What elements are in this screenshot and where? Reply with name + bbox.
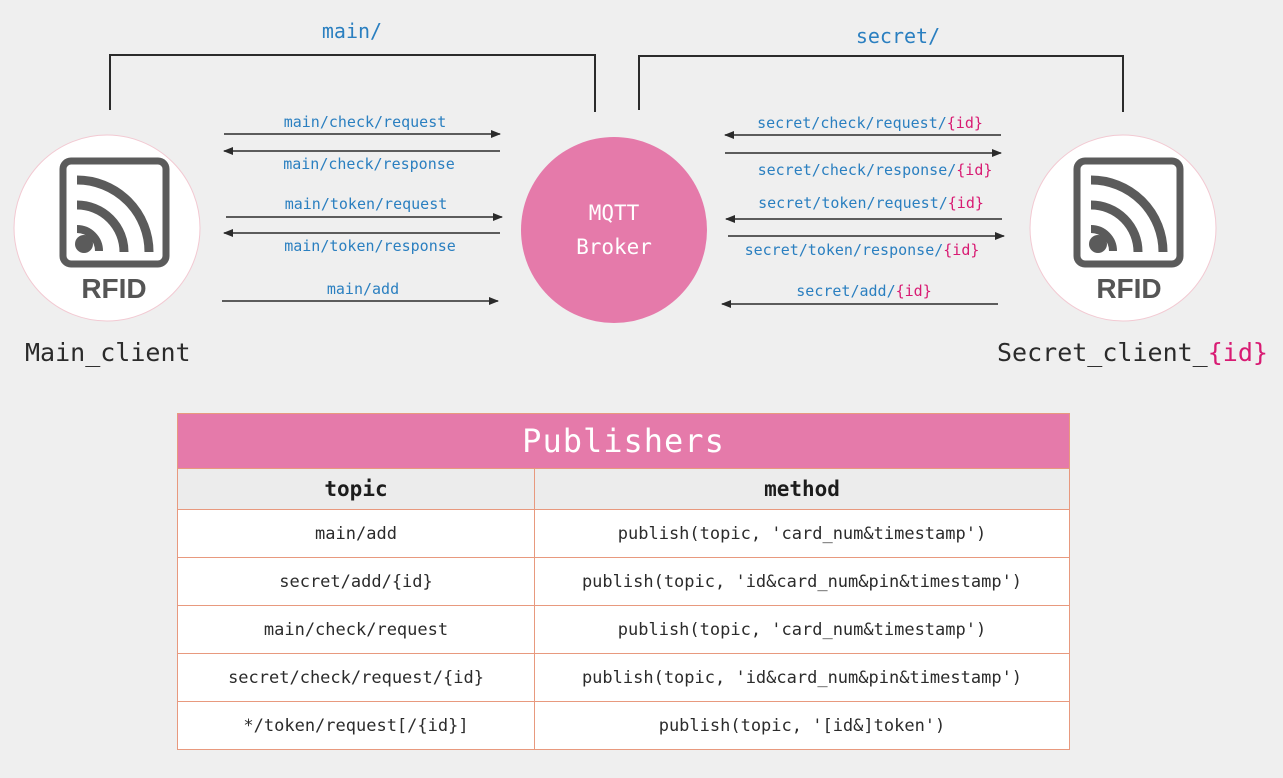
secret-client-name: Secret_client_{id} <box>997 338 1268 367</box>
method-cell: publish(topic, 'id&card_num&pin&timestam… <box>534 557 1070 606</box>
topic-label: secret/token/response/{id} <box>745 241 980 259</box>
method-cell: publish(topic, '[id&]token') <box>534 701 1070 750</box>
main-group-label: main/ <box>322 19 382 43</box>
topic-cell: secret/check/request/{id} <box>177 653 535 702</box>
mqtt-diagram: main/ secret/ RFID Main_client RFID Secr… <box>13 19 1268 367</box>
topic-label: secret/check/response/{id} <box>758 161 993 179</box>
topic-label: main/token/request <box>285 195 448 213</box>
method-cell: publish(topic, 'id&card_num&pin&timestam… <box>534 653 1070 702</box>
topic-label: secret/check/request/{id} <box>757 114 983 132</box>
table-row: secret/check/request/{id} publish(topic,… <box>177 653 1070 702</box>
topic-cell: main/add <box>177 509 535 558</box>
publishers-table: Publishers topic method main/add publish… <box>177 413 1070 750</box>
topic-label: secret/add/{id} <box>796 282 931 300</box>
table-row: */token/request[/{id}] publish(topic, '[… <box>177 701 1070 750</box>
main-client-rfid-label: RFID <box>81 273 146 304</box>
method-cell: publish(topic, 'card_num&timestamp') <box>534 509 1070 558</box>
topic-cell: secret/add/{id} <box>177 557 535 606</box>
secret-client-rfid-icon: RFID <box>1029 134 1217 322</box>
publishers-title: Publishers <box>177 413 1070 469</box>
topic-cell: main/check/request <box>177 605 535 654</box>
main-group-bracket <box>109 54 596 112</box>
table-row: main/check/request publish(topic, 'card_… <box>177 605 1070 654</box>
secret-group-bracket <box>638 55 1124 112</box>
table-row: secret/add/{id} publish(topic, 'id&card_… <box>177 557 1070 606</box>
topic-label: secret/token/request/{id} <box>758 194 984 212</box>
topic-cell: */token/request[/{id}] <box>177 701 535 750</box>
secret-group-label: secret/ <box>856 24 940 48</box>
topic-label: main/add <box>327 280 399 298</box>
topic-label: main/check/request <box>284 113 447 131</box>
topic-label: main/check/response <box>283 155 455 173</box>
column-header-topic: topic <box>177 468 535 510</box>
mqtt-broker-node <box>521 137 707 323</box>
table-row: main/add publish(topic, 'card_num&timest… <box>177 509 1070 558</box>
column-header-method: method <box>534 468 1070 510</box>
secret-client-rfid-label: RFID <box>1096 273 1161 304</box>
main-client-rfid-icon: RFID <box>13 134 201 322</box>
topic-label: main/token/response <box>284 237 456 255</box>
broker-label-line1: MQTT <box>589 201 640 225</box>
main-client-name: Main_client <box>25 338 191 367</box>
broker-label-line2: Broker <box>576 235 652 259</box>
method-cell: publish(topic, 'card_num&timestamp') <box>534 605 1070 654</box>
